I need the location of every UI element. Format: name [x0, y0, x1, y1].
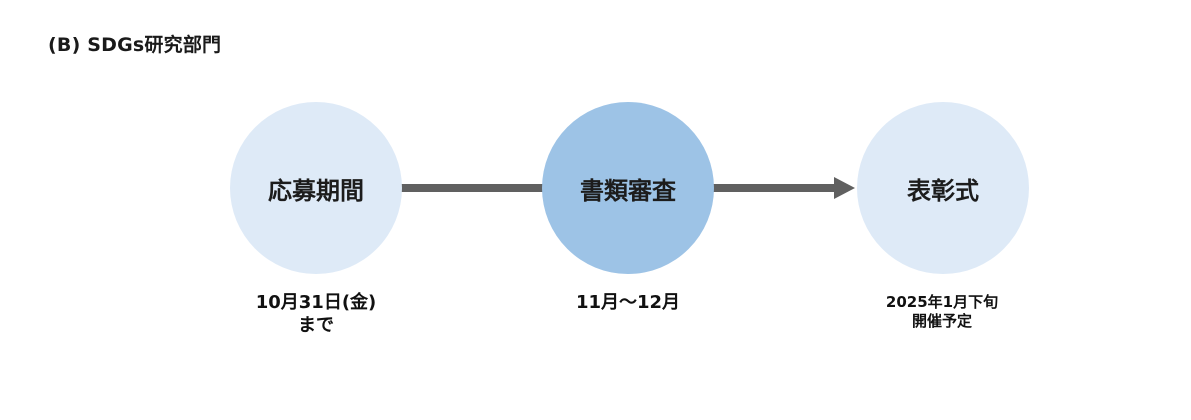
- step-label: 表彰式: [907, 176, 979, 205]
- arrow-right-icon: [834, 177, 855, 199]
- date-text: 2025年1月下旬: [885, 293, 999, 311]
- connector-line-2: [711, 184, 835, 192]
- step-circle-award-ceremony: 表彰式: [857, 102, 1029, 274]
- step-label: 応募期間: [268, 176, 364, 205]
- date-text: まで: [298, 314, 334, 336]
- date-text: 開催予定: [911, 311, 972, 330]
- step-date-document-review: 11月～12月: [533, 292, 723, 315]
- connector-line-1: [400, 184, 546, 192]
- date-text: 10月31日(金): [255, 292, 377, 313]
- step-circle-document-review: 書類審査: [542, 102, 714, 274]
- step-label: 書類審査: [580, 176, 676, 205]
- step-date-application-period: 10月31日(金) まで: [221, 292, 411, 337]
- step-circle-application-period: 応募期間: [230, 102, 402, 274]
- step-date-award-ceremony: 2025年1月下旬 開催予定: [847, 293, 1037, 331]
- date-text: 11月～12月: [575, 292, 681, 313]
- page-title: (B) SDGs研究部門: [48, 34, 222, 56]
